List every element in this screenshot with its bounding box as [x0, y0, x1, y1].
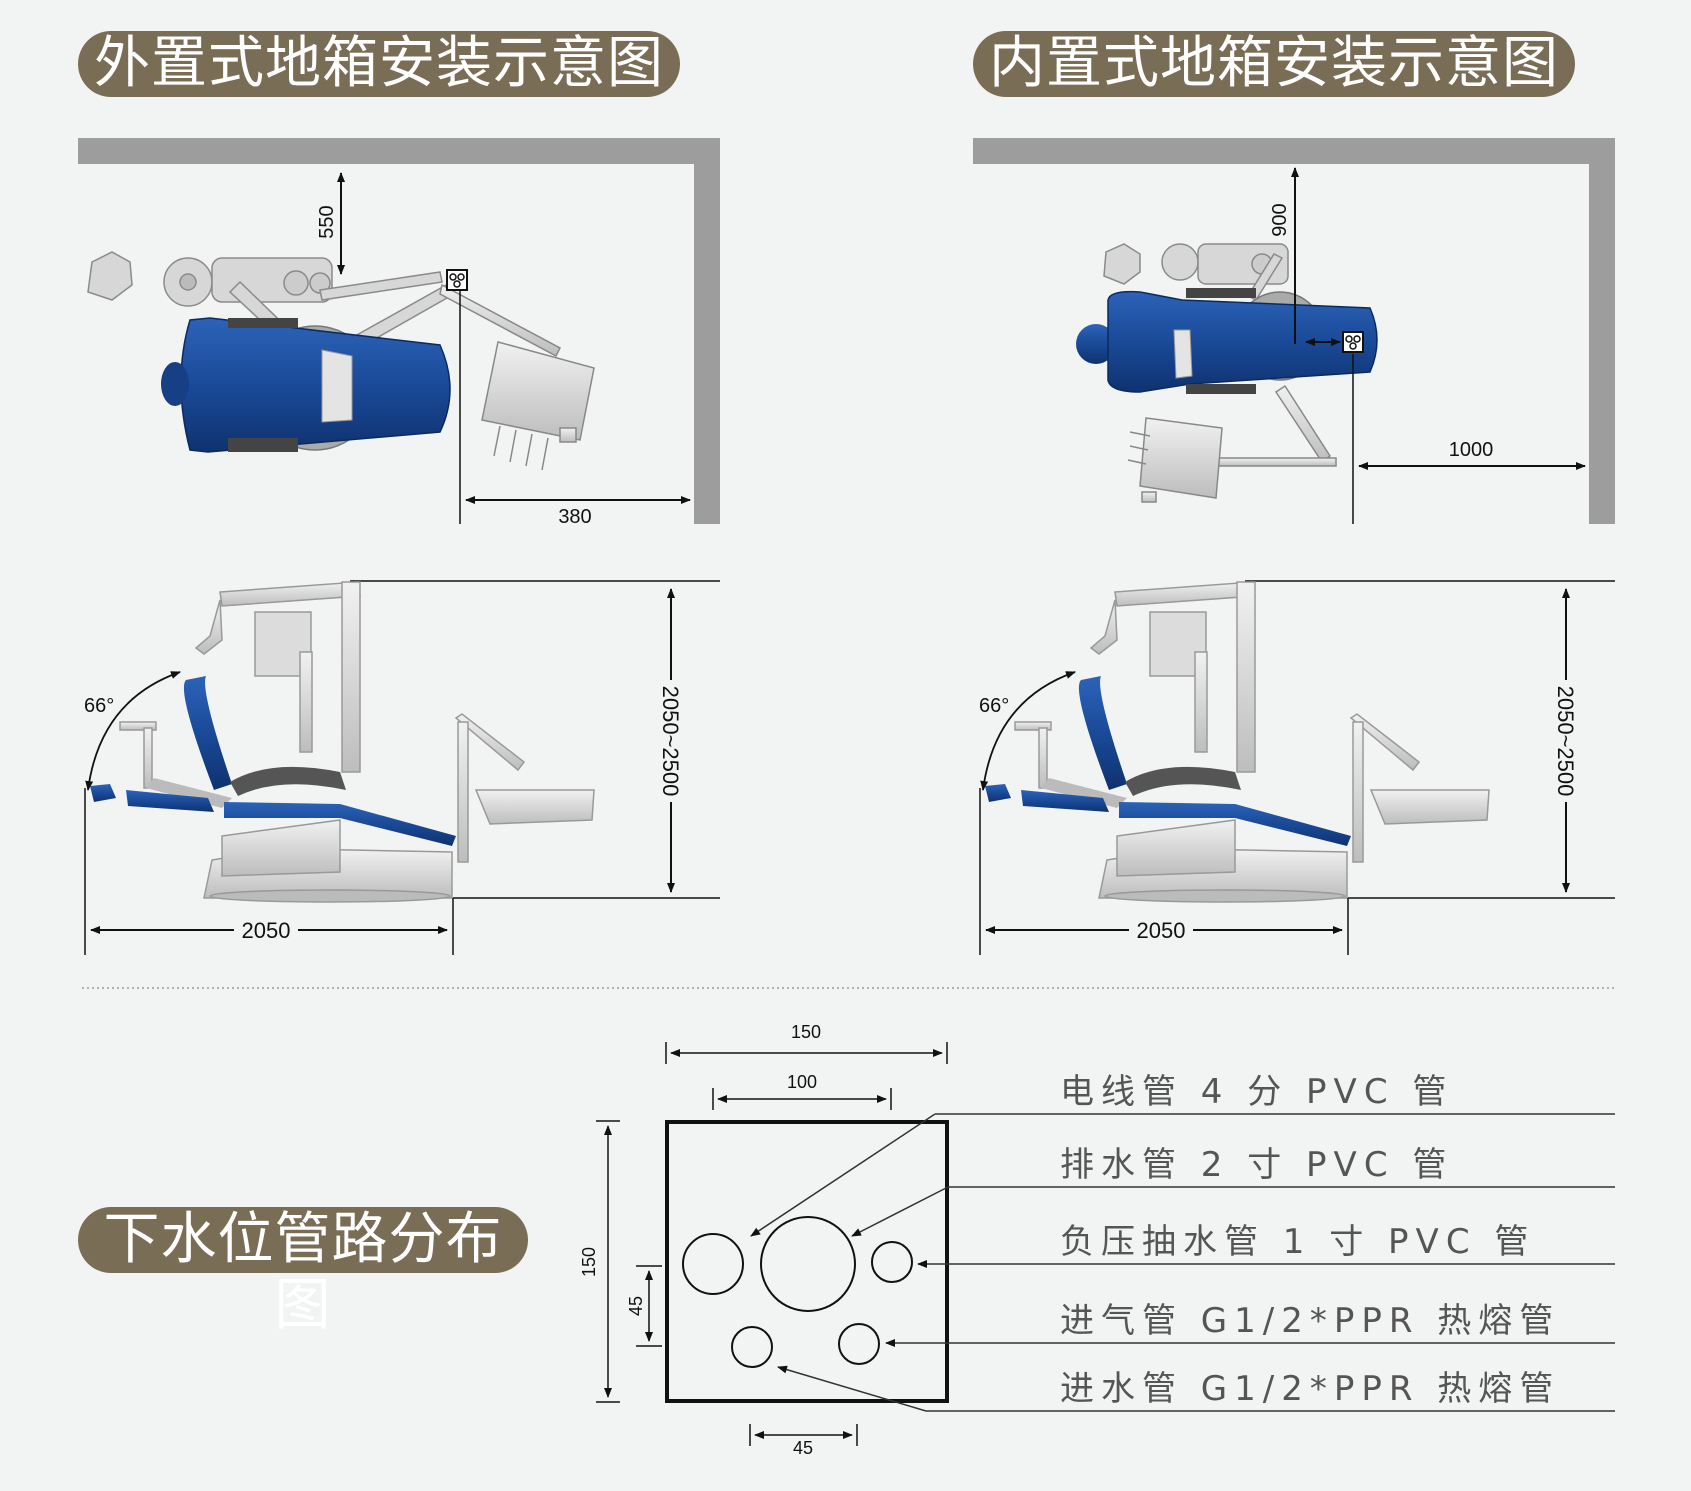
legend-item: 进气管 G1/2*PPR 热熔管	[1060, 1301, 1560, 1341]
dim-side-gap: 380	[558, 506, 591, 528]
floor-box-icon	[1342, 331, 1364, 353]
external-top-view: 550 380	[78, 138, 720, 528]
dim-height: 2050~2500	[658, 686, 683, 797]
internal-top-view: 900 1000	[973, 138, 1615, 524]
dim-box-height: 150	[579, 1247, 599, 1277]
dim-angle: 66°	[979, 695, 1009, 717]
instrument-tray	[439, 283, 595, 471]
dim-wall-gap: 900	[1269, 203, 1291, 236]
dim-wall-gap: 550	[316, 205, 338, 238]
dim-inner-width: 100	[787, 1072, 817, 1092]
instrument-tray	[1127, 384, 1337, 503]
title-external-floorbox: 外置式地箱安装示意图	[78, 31, 680, 97]
light-arm	[87, 251, 456, 361]
dim-angle: 66°	[84, 695, 114, 717]
title-internal-floorbox: 内置式地箱安装示意图	[973, 31, 1575, 97]
wall	[78, 138, 720, 524]
dim-row-gap: 45	[626, 1296, 646, 1316]
title-pipe-layout: 下水位管路分布图	[78, 1207, 528, 1338]
pipe-circle	[760, 1216, 856, 1312]
dim-box-width: 150	[791, 1022, 821, 1042]
legend-item: 负压抽水管 1 寸 PVC 管	[1060, 1222, 1535, 1262]
dim-length: 2050	[242, 918, 291, 943]
light-arm	[1103, 243, 1289, 301]
chair-body	[1076, 288, 1378, 394]
pipe-circle	[731, 1326, 773, 1368]
pipe-circle	[682, 1233, 744, 1295]
pipe-circle	[871, 1241, 913, 1283]
floor-box-outline	[665, 1120, 949, 1403]
legend-item: 进水管 G1/2*PPR 热熔管	[1060, 1369, 1560, 1409]
dim-bottom-gap: 45	[793, 1438, 813, 1458]
pipe-circle	[838, 1323, 880, 1365]
floor-box-icon	[446, 269, 468, 291]
internal-side-view: 66° 2050~2500 2050	[979, 580, 1615, 955]
legend-item: 电线管 4 分 PVC 管	[1060, 1072, 1453, 1112]
dim-height: 2050~2500	[1553, 686, 1578, 797]
external-side-view: 66° 2050~2500 2050	[84, 580, 720, 955]
dim-length: 2050	[1137, 918, 1186, 943]
chair-body	[161, 317, 451, 453]
pipe-layout-diagram: 150 100 150 45 45 电线管 4 分 PVC 管 排水管 2 寸	[579, 1022, 1615, 1458]
legend-item: 排水管 2 寸 PVC 管	[1060, 1145, 1453, 1185]
dim-side-gap: 1000	[1449, 439, 1494, 461]
